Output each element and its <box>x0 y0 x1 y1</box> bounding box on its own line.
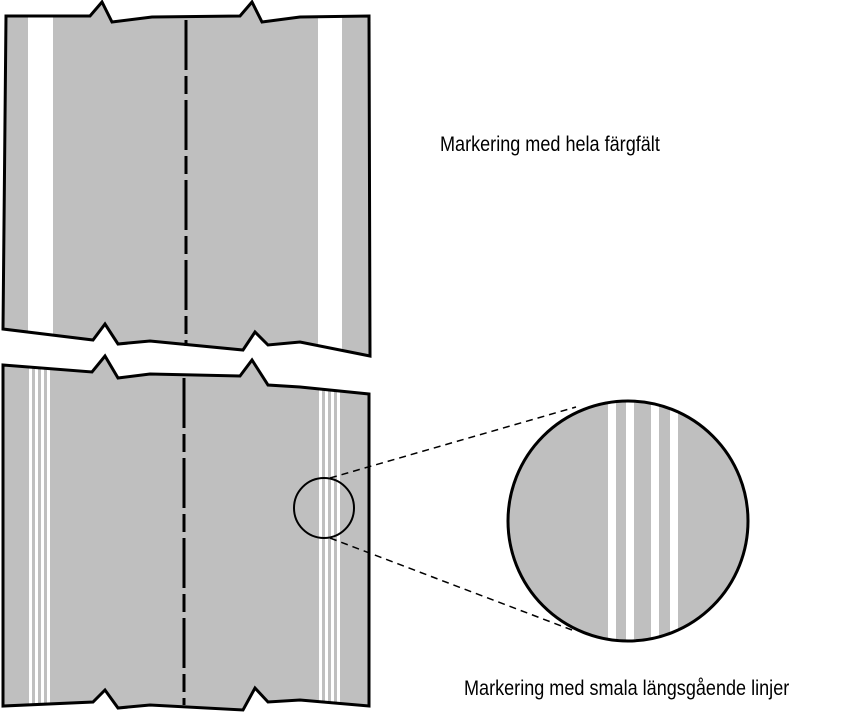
magnified-line-4 <box>670 401 678 641</box>
marking-field-right <box>318 2 342 356</box>
narrow-line-right-2 <box>325 360 328 710</box>
magnified-circle-outline <box>506 399 750 643</box>
road-surface-top <box>3 2 370 356</box>
road-surface-bottom <box>3 356 369 710</box>
magnified-line-2 <box>626 401 634 641</box>
narrow-line-left-2 <box>35 360 38 710</box>
road-section-full-field <box>1 0 372 358</box>
road-outline-bottom <box>1 353 371 712</box>
narrow-line-right-3 <box>331 360 334 710</box>
magnifier-source-circle <box>293 477 355 539</box>
label-narrow-lines-marking: Markering med smala längsgående linjer <box>464 677 790 700</box>
narrow-line-left-3 <box>41 360 44 710</box>
magnified-line-3 <box>651 401 659 641</box>
road-outline-top <box>1 0 372 358</box>
magnified-line-1 <box>608 401 616 641</box>
narrow-line-right-1 <box>319 360 322 710</box>
marking-field-left <box>28 2 53 356</box>
projection-line-top <box>329 406 577 479</box>
narrow-line-right-4 <box>337 360 340 710</box>
label-full-field-marking: Markering med hela färgfält <box>440 133 660 156</box>
road-section-narrow-lines <box>1 353 371 712</box>
narrow-line-left-1 <box>29 360 32 710</box>
narrow-line-left-4 <box>47 360 50 710</box>
magnified-detail <box>506 399 750 643</box>
